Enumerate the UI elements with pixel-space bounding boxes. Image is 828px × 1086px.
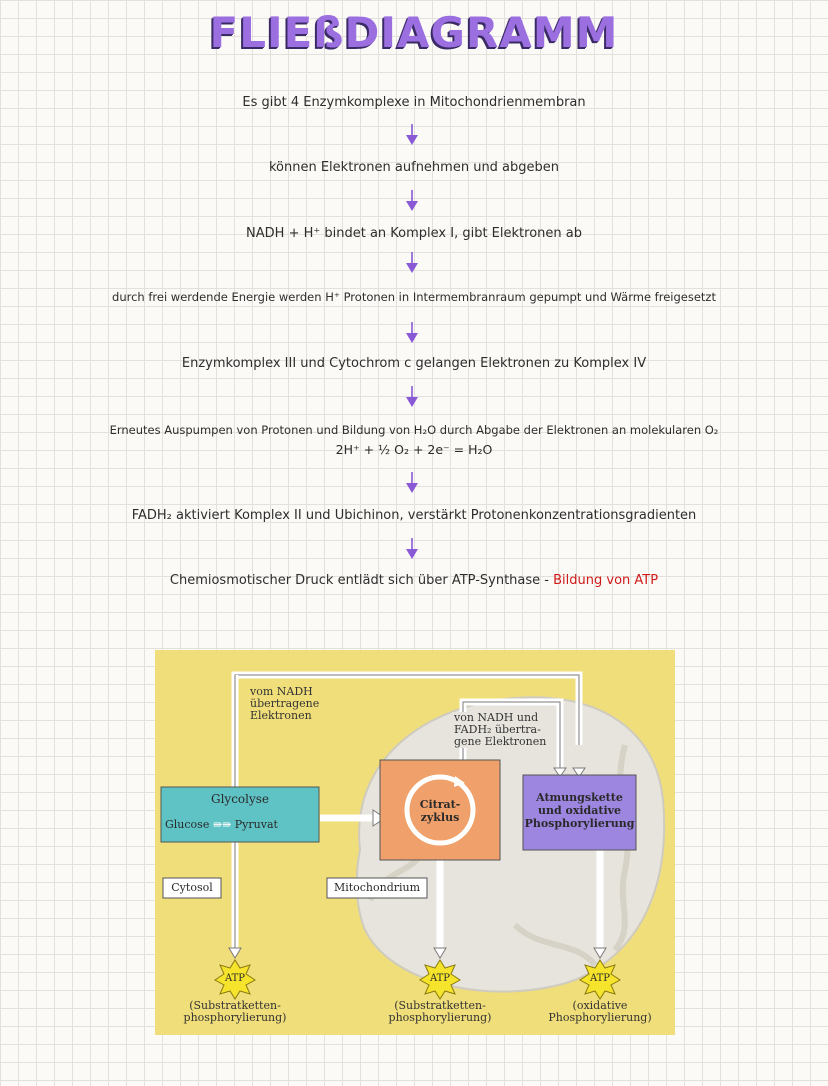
step-8: Chemiosmotischer Druck entlädt sich über…	[0, 573, 828, 588]
double-arrow-icon: ⇛⇛	[212, 818, 232, 831]
atp-highlight: Bildung von ATP	[553, 573, 659, 588]
mitochondrium-label: Mitochondrium	[333, 881, 421, 894]
atmung-line: Phosphorylierung	[524, 817, 635, 830]
step-1: Es gibt 4 Enzymkomplexe in Mitochondrien…	[242, 95, 586, 110]
caption-line: phosphorylierung)	[388, 1011, 492, 1024]
atmungskette-label: Atmungskette und oxidative Phosphorylier…	[523, 791, 636, 830]
down-arrow-icon	[406, 190, 418, 211]
caption-line: Phosphorylierung)	[548, 1011, 652, 1024]
atp-label-1: ATP	[224, 973, 246, 984]
caption-line: (oxidative	[572, 999, 628, 1012]
nadh-label-line: übertragene	[250, 697, 320, 710]
page-title: FLIEßDIAGRAMM	[209, 8, 619, 57]
citrat-line: zyklus	[420, 811, 460, 824]
glucose-label: Glucose	[165, 818, 210, 831]
atp-label-2: ATP	[429, 973, 451, 984]
step-2: können Elektronen aufnehmen und abgeben	[268, 160, 560, 175]
caption-line: (Substratketten-	[394, 999, 486, 1012]
pyruvat-label: Pyruvat	[234, 818, 278, 831]
nadh-fadh-label-line: FADH₂ übertra-	[454, 723, 541, 736]
step-6: Erneutes Auspumpen von Protonen und Bild…	[109, 423, 719, 437]
atp-label-3: ATP	[589, 973, 611, 984]
nadh-label-line: vom NADH	[250, 685, 313, 698]
nadh-label-line: Elektronen	[250, 709, 312, 722]
atp2-caption: (Substratketten- phosphorylierung)	[380, 1000, 500, 1024]
nadh-electrons-label: vom NADH übertragene Elektronen	[250, 686, 319, 722]
citrat-zyklus-label: Citrat- zyklus	[410, 798, 470, 824]
atmung-line: und oxidative	[537, 804, 622, 817]
nadh-fadh-label-line: gene Elektronen	[454, 735, 547, 748]
down-arrow-icon	[406, 124, 418, 145]
down-arrow-icon	[406, 252, 418, 273]
citrat-line: Citrat-	[419, 798, 461, 811]
atp3-caption: (oxidative Phosphorylierung)	[540, 1000, 660, 1024]
down-arrow-icon	[406, 538, 418, 559]
cellular-respiration-diagram: vom NADH übertragene Elektronen von NADH…	[155, 650, 675, 1035]
down-arrow-icon	[406, 472, 418, 493]
step-4: durch frei werdende Energie werden H⁺ Pr…	[112, 290, 716, 304]
step-3: NADH + H⁺ bindet an Komplex I, gibt Elek…	[246, 226, 582, 241]
water-formula: 2H⁺ + ½ O₂ + 2e⁻ = H₂O	[335, 442, 493, 457]
nadh-fadh-electrons-label: von NADH und FADH₂ übertra- gene Elektro…	[452, 711, 549, 748]
cytosol-label: Cytosol	[171, 881, 213, 894]
down-arrow-icon	[406, 322, 418, 343]
nadh-fadh-label-line: von NADH und	[454, 711, 539, 724]
glycolyse-title: Glycolyse	[210, 792, 270, 806]
step-7: FADH₂ aktiviert Komplex II und Ubichinon…	[131, 508, 697, 523]
down-arrow-icon	[406, 386, 418, 407]
atp1-caption: (Substratketten- phosphorylierung)	[175, 1000, 295, 1024]
diagram-shapes	[160, 671, 666, 1000]
step-5: Enzymkomplex III und Cytochrom c gelange…	[181, 356, 647, 371]
glucose-pyruvat-row: Glucose ⇛⇛ Pyruvat	[165, 818, 278, 831]
caption-line: (Substratketten-	[189, 999, 281, 1012]
atmung-line: Atmungskette	[536, 791, 623, 804]
step-8-text: Chemiosmotischer Druck entlädt sich über…	[169, 573, 549, 588]
caption-line: phosphorylierung)	[183, 1011, 287, 1024]
